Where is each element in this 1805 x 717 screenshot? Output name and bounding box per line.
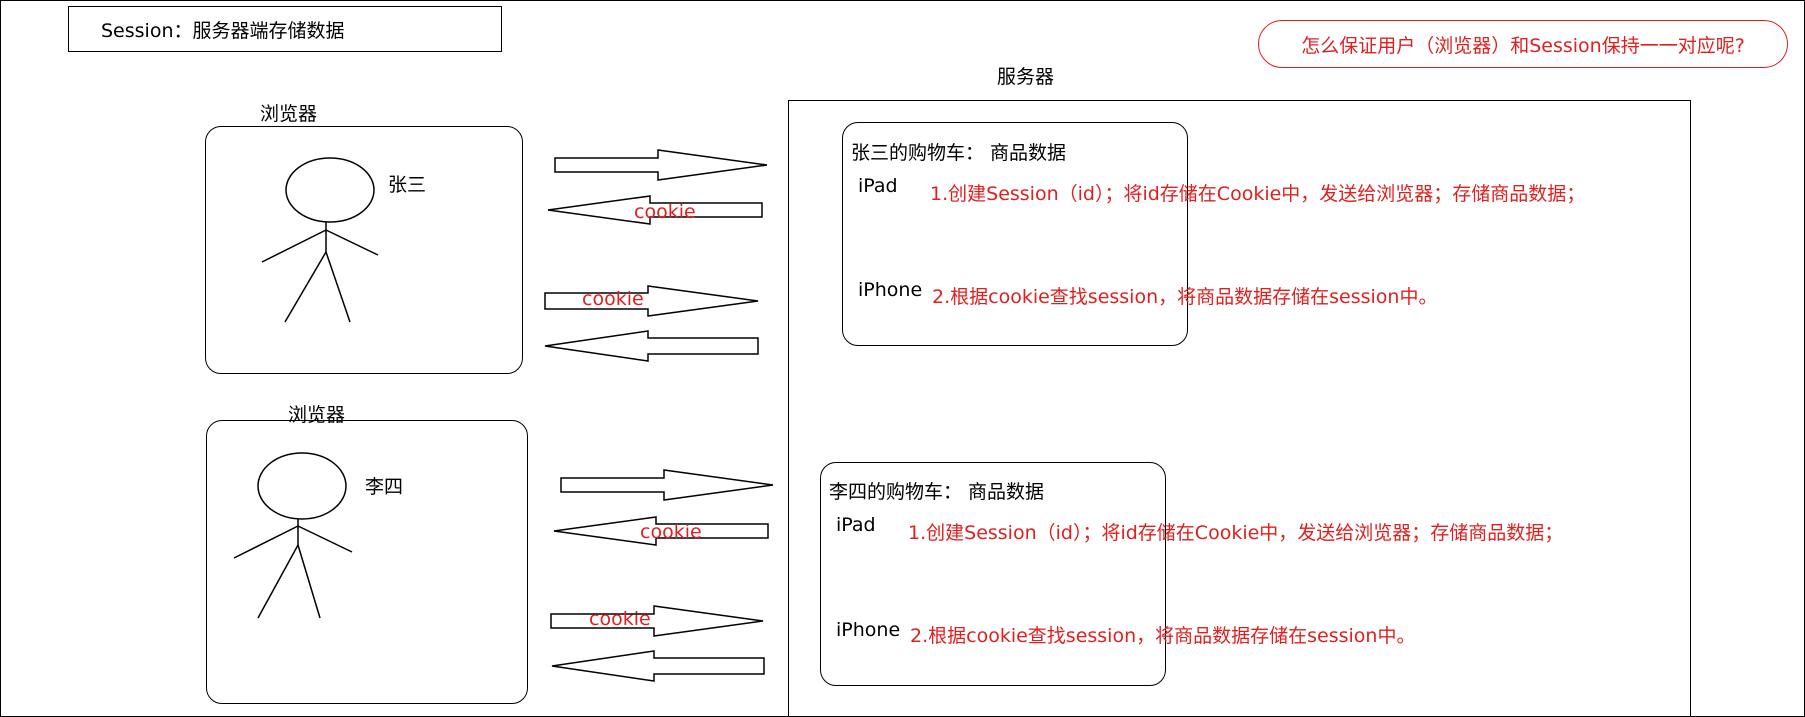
cookie-label-response-1: cookie [634, 201, 696, 223]
cart-box-2 [820, 462, 1166, 686]
user-name-2: 李四 [365, 476, 404, 498]
request-arrow-1a [554, 149, 768, 181]
server-label: 服务器 [997, 66, 1055, 88]
cookie-label-response-2: cookie [640, 521, 702, 543]
server-box [788, 100, 1691, 717]
user-figure-2 [233, 452, 353, 619]
request-arrow-2b [550, 605, 764, 637]
cart-box-1 [842, 122, 1188, 346]
diagram-title: Session：服务器端存储数据 [101, 19, 345, 42]
cart-heading-1: 张三的购物车： 商品数据 [851, 142, 1067, 164]
cart-step1-text-1: 1.创建Session（id）；将id存储在Cookie中，发送给浏览器；存储商… [930, 183, 1586, 205]
cart-step2-text-2: 2.根据cookie查找session，将商品数据存储在session中。 [910, 625, 1416, 647]
question-callout: 怎么保证用户（浏览器）和Session保持一一对应呢? [1258, 20, 1788, 68]
browser-box-1 [205, 126, 523, 374]
request-arrow-2a [560, 469, 774, 501]
response-arrow-1b [544, 330, 759, 362]
cookie-label-request-1: cookie [582, 288, 644, 310]
cart-device-ipad-2: iPad [836, 514, 876, 536]
response-arrow-2b [551, 650, 765, 682]
cart-device-ipad-1: iPad [858, 175, 898, 197]
cookie-label-request-2: cookie [589, 608, 651, 630]
cart-device-iphone-1: iPhone [858, 279, 923, 301]
response-arrow-2a [553, 516, 769, 546]
cart-device-iphone-2: iPhone [836, 619, 901, 641]
response-arrow-1a [547, 195, 763, 225]
browser-box-2 [206, 420, 528, 704]
user-name-1: 张三 [388, 174, 427, 196]
question-text: 怎么保证用户（浏览器）和Session保持一一对应呢? [1301, 34, 1745, 57]
cart-heading-2: 李四的购物车： 商品数据 [829, 481, 1045, 503]
cart-step1-text-2: 1.创建Session（id）；将id存储在Cookie中，发送给浏览器；存储商… [908, 522, 1564, 544]
cart-step2-text-1: 2.根据cookie查找session，将商品数据存储在session中。 [932, 286, 1438, 308]
browser-label-1: 浏览器 [260, 103, 318, 125]
request-arrow-1b [544, 285, 759, 317]
user-figure-1 [261, 157, 379, 323]
title-box: Session：服务器端存储数据 [68, 6, 502, 52]
